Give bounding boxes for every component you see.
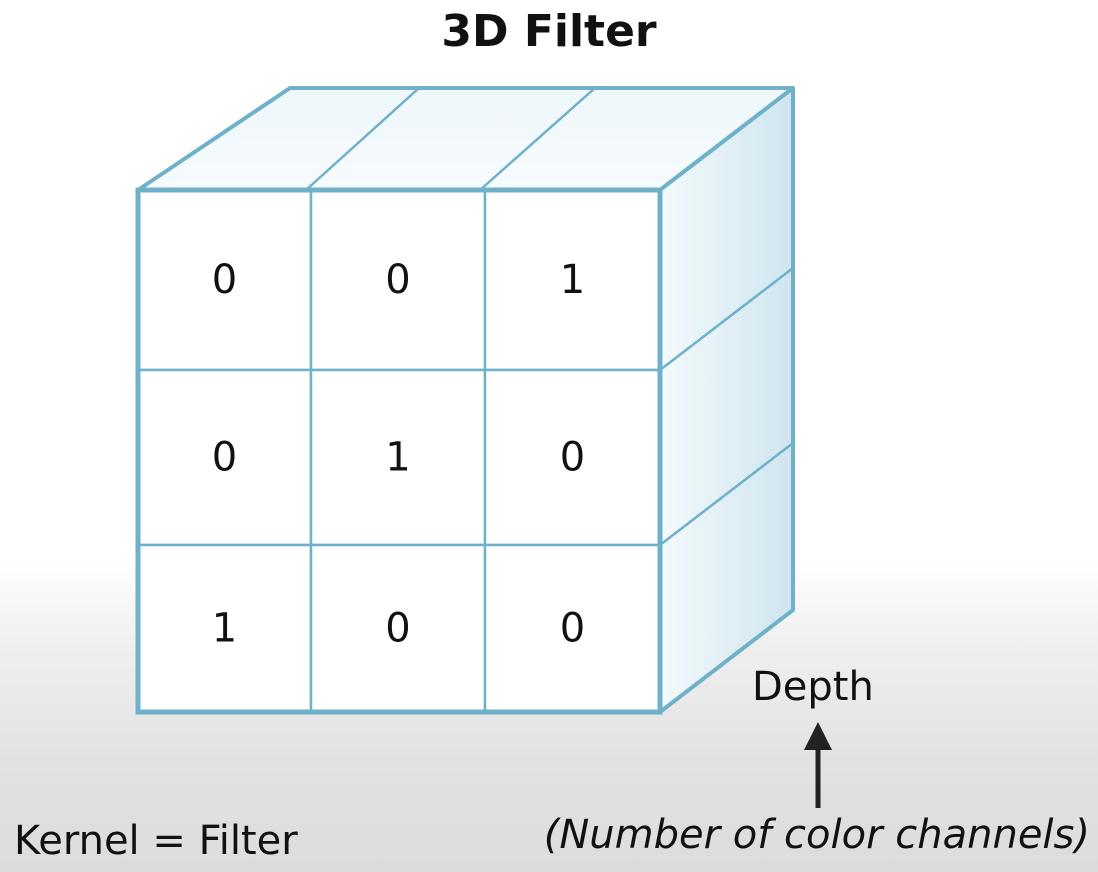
cube-top-divider (479, 87, 596, 191)
diagram-title: 3D Filter (441, 6, 657, 57)
kernel-cell (309, 543, 487, 714)
kernel-cell (309, 368, 487, 547)
kernel-cell-value: 1 (212, 606, 237, 652)
color-channels-label: (Number of color channels) (543, 812, 1090, 858)
kernel-cell-value: 0 (212, 435, 237, 481)
kernel-cell-value: 1 (560, 257, 585, 303)
depth-label: Depth (752, 664, 874, 710)
cube-top-divider (305, 87, 420, 191)
kernel-equals-filter-label: Kernel = Filter (14, 818, 298, 864)
kernel-cell-value: 1 (385, 435, 410, 481)
kernel-cell-value: 0 (385, 606, 410, 652)
kernel-cell-value: 0 (385, 257, 410, 303)
kernel-cell (483, 368, 662, 547)
cube-front-border (135, 187, 663, 715)
kernel-cell-value: 0 (560, 606, 585, 652)
kernel-cell-value: 0 (212, 257, 237, 303)
cube-side-divider (659, 267, 794, 371)
depth-arrow-icon (804, 722, 832, 750)
kernel-cell-value: 0 (560, 435, 585, 481)
kernel-cell (309, 188, 487, 372)
cube-side-divider (659, 442, 794, 546)
cube-side-face (658, 86, 795, 714)
kernel-cell (136, 543, 313, 714)
kernel-cell (483, 188, 662, 372)
